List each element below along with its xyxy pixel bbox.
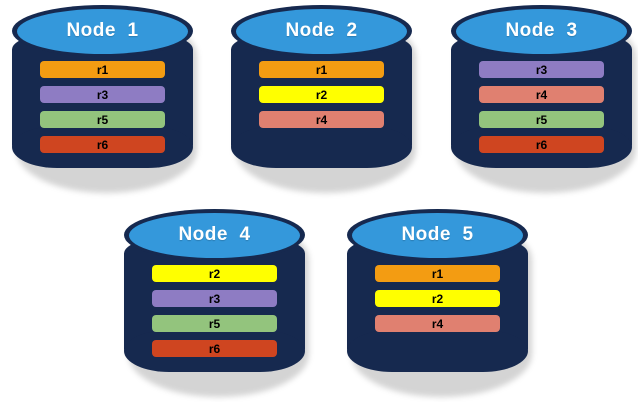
database-cylinder-node-3[interactable]: Node 3 r3 r4 r5 r6	[451, 5, 636, 193]
replica-stack-node-2: r1 r2 r4	[231, 61, 412, 128]
node-label-node-2: Node 2	[285, 20, 358, 41]
replica-bar-r3[interactable]: r3	[40, 86, 165, 103]
database-cylinder-node-1[interactable]: Node 1 r1 r3 r5 r6	[12, 5, 197, 193]
replica-bar-r1[interactable]: r1	[40, 61, 165, 78]
database-cylinder-node-2[interactable]: Node 2 r1 r2 r4	[231, 5, 416, 193]
cylinder-bottom-cap	[231, 126, 412, 168]
node-label-node-3: Node 3	[505, 20, 578, 41]
replica-bar-r5[interactable]: r5	[479, 111, 604, 128]
node-label-node-4: Node 4	[178, 224, 251, 245]
replica-stack-node-5: r1 r2 r4	[347, 265, 528, 332]
node-label-node-1: Node 1	[66, 20, 139, 41]
cylinder-top-ellipse	[456, 9, 627, 54]
cylinder-top-ellipse	[352, 213, 523, 258]
cylinder-top-ellipse	[17, 9, 188, 54]
replica-bar-r6[interactable]: r6	[152, 340, 277, 357]
replica-bar-r6[interactable]: r6	[40, 136, 165, 153]
replica-stack-node-4: r2 r3 r5 r6	[124, 265, 305, 357]
cylinder-top-ellipse	[129, 213, 300, 258]
replica-bar-r4[interactable]: r4	[375, 315, 500, 332]
database-cylinder-node-4[interactable]: Node 4 r2 r3 r5 r6	[124, 209, 309, 397]
replica-bar-r3[interactable]: r3	[479, 61, 604, 78]
replica-stack-node-1: r1 r3 r5 r6	[12, 61, 193, 153]
database-cylinder-node-5[interactable]: Node 5 r1 r2 r4	[347, 209, 532, 397]
replica-bar-r4[interactable]: r4	[259, 111, 384, 128]
replica-bar-r1[interactable]: r1	[259, 61, 384, 78]
node-label-node-5: Node 5	[401, 224, 474, 245]
replica-bar-r6[interactable]: r6	[479, 136, 604, 153]
replica-bar-r1[interactable]: r1	[375, 265, 500, 282]
cylinder-top-ellipse	[236, 9, 407, 54]
replica-bar-r5[interactable]: r5	[152, 315, 277, 332]
replica-bar-r4[interactable]: r4	[479, 86, 604, 103]
replica-bar-r5[interactable]: r5	[40, 111, 165, 128]
replica-bar-r2[interactable]: r2	[152, 265, 277, 282]
cylinder-bottom-cap	[347, 330, 528, 372]
replica-bar-r2[interactable]: r2	[375, 290, 500, 307]
replica-bar-r2[interactable]: r2	[259, 86, 384, 103]
replica-bar-r3[interactable]: r3	[152, 290, 277, 307]
replica-stack-node-3: r3 r4 r5 r6	[451, 61, 632, 153]
